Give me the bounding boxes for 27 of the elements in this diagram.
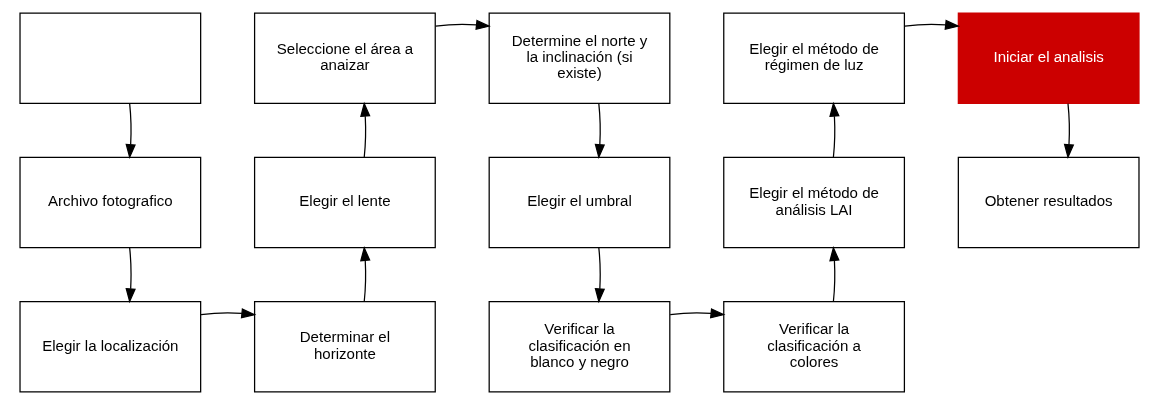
node-box: Elegir el lente bbox=[253, 156, 436, 249]
arrow bbox=[904, 19, 961, 31]
node-box: Iniciar el analisis bbox=[957, 12, 1140, 105]
node-box bbox=[19, 12, 202, 105]
node-box: Obtener resultados bbox=[957, 156, 1140, 249]
node-box: Elegir el umbral bbox=[488, 156, 671, 249]
arrow bbox=[125, 102, 136, 160]
node-box: Verificar la clasificación en blanco y negro bbox=[488, 300, 671, 393]
arrow bbox=[435, 19, 491, 31]
node-box: Elegir la localización bbox=[19, 300, 202, 393]
arrow bbox=[360, 245, 371, 303]
arrow bbox=[594, 247, 606, 304]
node-box: Archivo fotografico bbox=[19, 156, 202, 249]
arrow bbox=[829, 101, 840, 158]
node-box: Verificar la clasificación a colores bbox=[723, 300, 906, 393]
arrow bbox=[200, 308, 257, 319]
node-box: Seleccione el área a anaizar bbox=[253, 12, 436, 105]
arrow bbox=[829, 245, 840, 303]
node-box: Elegir el método de análisis LAI bbox=[723, 156, 906, 249]
arrow bbox=[1063, 102, 1075, 160]
arrow bbox=[360, 101, 371, 158]
node-box: Elegir el método de régimen de luz bbox=[723, 12, 906, 105]
arrow bbox=[125, 247, 136, 304]
arrow bbox=[594, 102, 606, 160]
node-box: Determine el norte y la inclinación (si existe) bbox=[488, 12, 671, 105]
node-box: Determinar el horizonte bbox=[253, 300, 436, 393]
arrow bbox=[669, 308, 726, 319]
